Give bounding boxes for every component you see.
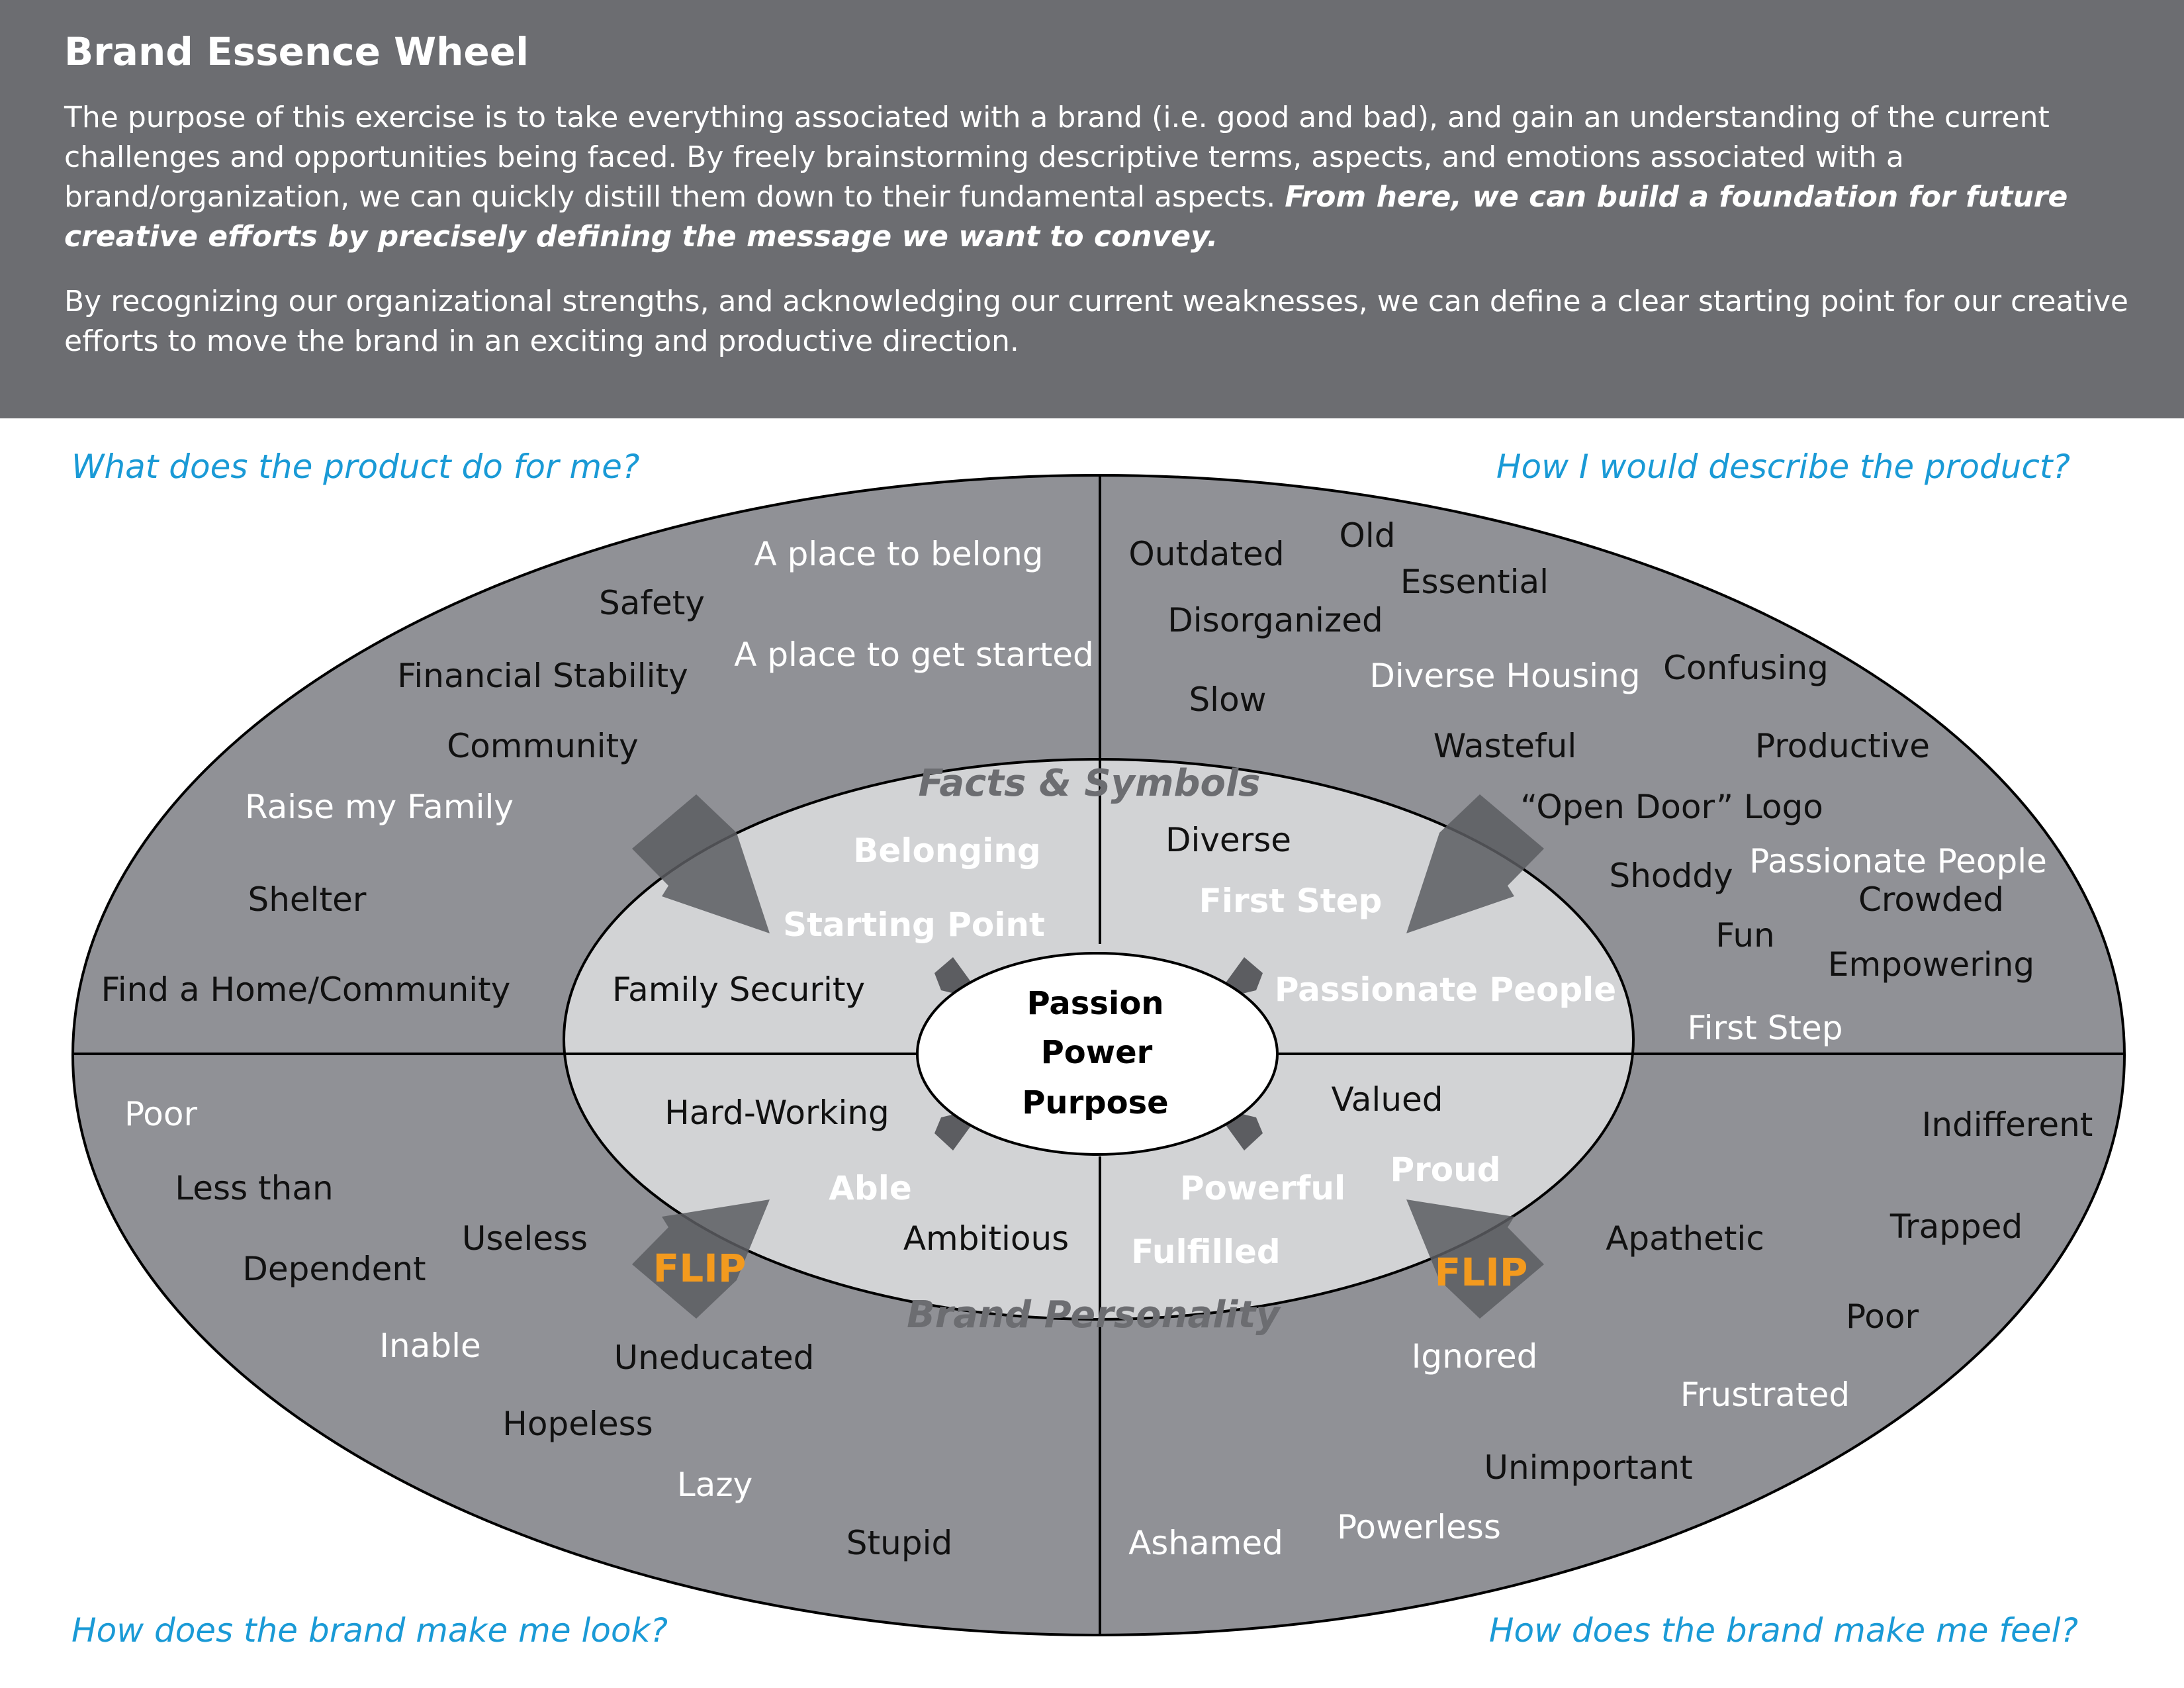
word-tr-outer: Shoddy bbox=[1609, 857, 1733, 895]
word-tr-outer: “Open Door” Logo bbox=[1520, 788, 1823, 826]
word-bl-outer: Inable bbox=[379, 1327, 480, 1365]
word-tr-outer: Empowering bbox=[1828, 945, 2034, 984]
word-br-inner: Fulfilled bbox=[1131, 1233, 1280, 1271]
word-br-outer: Indifferent bbox=[1922, 1105, 2093, 1144]
word-tl-inner: Starting Point bbox=[783, 906, 1045, 944]
word-bl-outer: Uneducated bbox=[614, 1338, 815, 1377]
word-bl-inner: Hard-Working bbox=[664, 1094, 889, 1132]
word-bl-inner: Able bbox=[829, 1169, 912, 1207]
question-bottom-right: How does the brand make me feel? bbox=[1488, 1611, 2078, 1650]
word-tl-outer: A place to get started bbox=[734, 635, 1094, 674]
arrow-bottom-left bbox=[632, 1199, 770, 1319]
word-tl-outer: Raise my Family bbox=[245, 788, 514, 826]
word-br-outer: Poor bbox=[1846, 1297, 1919, 1336]
word-br-outer: Trapped bbox=[1889, 1207, 2023, 1246]
word-bl-outer: Stupid bbox=[846, 1524, 952, 1562]
word-tr-inner: Passionate People bbox=[1275, 970, 1616, 1009]
word-tr-inner: Diverse bbox=[1165, 821, 1291, 859]
word-br-outer: Frustrated bbox=[1680, 1376, 1850, 1414]
word-tr-outer: First Step bbox=[1688, 1009, 1843, 1047]
word-bl-outer: Dependent bbox=[242, 1250, 426, 1288]
intro-emphasis: From here, we can build a foundation for… bbox=[64, 180, 2068, 254]
word-tr-outer: Essential bbox=[1400, 563, 1549, 601]
word-bl-outer: Useless bbox=[462, 1219, 588, 1258]
word-tr-outer: Fun bbox=[1715, 916, 1774, 955]
word-tl-outer: A place to belong bbox=[754, 535, 1043, 573]
core-ellipse bbox=[916, 952, 1279, 1156]
second-paragraph: By recognizing our organizational streng… bbox=[64, 285, 2128, 358]
flip-right: FLIP bbox=[1435, 1250, 1528, 1295]
word-tl-outer: Financial Stability bbox=[397, 657, 688, 695]
arrow-top-left bbox=[632, 794, 770, 933]
word-tr-outer: Slow bbox=[1189, 680, 1266, 719]
word-bl-outer: Less than bbox=[175, 1169, 333, 1207]
page-title: Brand Essence Wheel bbox=[64, 29, 529, 74]
word-tl-outer: Find a Home/Community bbox=[101, 970, 511, 1009]
word-bl-outer: Poor bbox=[124, 1095, 198, 1133]
brand-personality-label: Brand Personality bbox=[907, 1293, 1281, 1336]
arrow-top-right bbox=[1406, 794, 1544, 933]
question-top-right: How I would describe the product? bbox=[1496, 447, 2070, 486]
core-line1: Passion bbox=[1026, 985, 1163, 1022]
word-tr-outer: Old bbox=[1340, 516, 1396, 555]
word-tr-outer: Diverse Housing bbox=[1369, 657, 1640, 695]
word-bl-outer: Lazy bbox=[677, 1466, 752, 1504]
core-line2: Power bbox=[1041, 1034, 1153, 1071]
word-br-outer: Ashamed bbox=[1128, 1524, 1283, 1562]
word-bl-inner: Ambitious bbox=[903, 1219, 1069, 1258]
word-tl-inner: Family Security bbox=[612, 970, 865, 1009]
intro-text: The purpose of this exercise is to take … bbox=[64, 101, 2050, 214]
question-bottom-left: How does the brand make me look? bbox=[71, 1611, 668, 1650]
word-br-inner: Valued bbox=[1331, 1080, 1443, 1119]
word-tr-outer: Crowded bbox=[1858, 880, 2004, 919]
flip-left: FLIP bbox=[653, 1246, 747, 1291]
word-br-outer: Unimportant bbox=[1484, 1448, 1692, 1487]
word-tl-outer: Shelter bbox=[248, 880, 366, 919]
word-br-inner: Powerful bbox=[1180, 1169, 1345, 1207]
word-br-outer: Apathetic bbox=[1606, 1219, 1764, 1258]
word-bl-outer: Hopeless bbox=[502, 1405, 653, 1443]
intro-paragraph: The purpose of this exercise is to take … bbox=[64, 98, 2129, 257]
header-panel: Brand Essence Wheel The purpose of this … bbox=[0, 0, 2184, 418]
arrow-bottom-right bbox=[1406, 1199, 1544, 1319]
word-tr-inner: First Step bbox=[1199, 882, 1383, 920]
word-br-inner: Proud bbox=[1390, 1150, 1500, 1189]
core-line3: Purpose bbox=[1022, 1084, 1168, 1121]
word-tl-inner: Belonging bbox=[853, 831, 1040, 870]
word-tr-outer: Outdated bbox=[1128, 535, 1284, 573]
word-tl-outer: Community bbox=[447, 727, 638, 765]
word-br-outer: Ignored bbox=[1412, 1337, 1538, 1376]
word-tr-outer: Wasteful bbox=[1433, 727, 1576, 765]
word-tr-outer: Passionate People bbox=[1749, 842, 2047, 880]
word-tr-outer: Productive bbox=[1755, 727, 1930, 765]
word-br-outer: Powerless bbox=[1337, 1508, 1501, 1546]
facts-symbols-label: Facts & Symbols bbox=[918, 762, 1260, 805]
question-top-left: What does the product do for me? bbox=[71, 447, 640, 486]
word-tr-outer: Confusing bbox=[1663, 649, 1829, 687]
word-tr-outer: Disorganized bbox=[1167, 601, 1383, 639]
word-tl-outer: Safety bbox=[599, 584, 705, 622]
